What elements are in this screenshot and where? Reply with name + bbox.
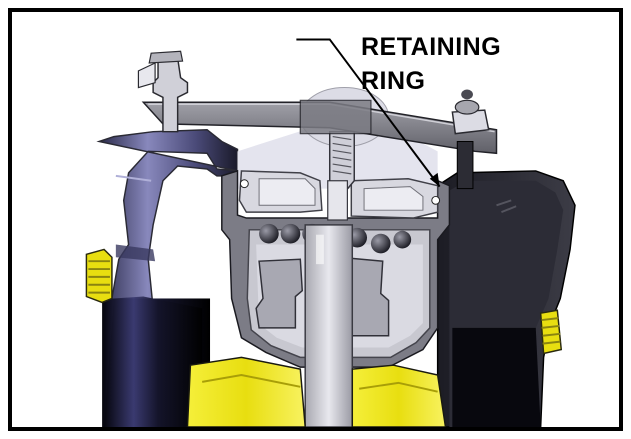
callout-label-ring: RING — [361, 67, 426, 95]
retaining-ring-leader — [296, 38, 441, 188]
right-yellow-fitting — [539, 309, 563, 355]
right-outer-housing — [436, 170, 576, 427]
callout-label-retaining: RETAINING — [361, 33, 502, 61]
upper-blocks — [238, 170, 441, 219]
left-yellow-fitting — [85, 248, 113, 304]
yellow-lower-part — [186, 356, 447, 427]
left-post — [137, 50, 189, 133]
right-bolt — [451, 89, 490, 190]
top-bracket — [141, 99, 498, 155]
cross-section-drawing — [85, 38, 576, 427]
central-shaft — [304, 130, 355, 427]
diagram-frame: RETAINING RING — [8, 8, 623, 431]
